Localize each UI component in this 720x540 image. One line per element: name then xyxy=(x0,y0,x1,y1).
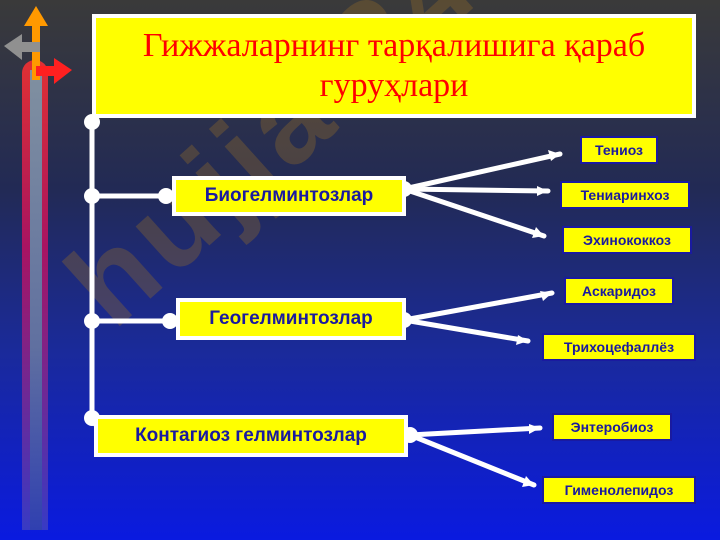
arrowhead-icon xyxy=(522,476,534,487)
arrowhead-icon xyxy=(529,424,540,434)
leaf-trikhotsefallyoz: Трихоцефаллёз xyxy=(542,333,696,361)
node-dot xyxy=(84,188,100,204)
title-line-2: гуруҳлари xyxy=(319,67,469,104)
decorative-side-bar-inner xyxy=(30,70,42,530)
link-trikhotsefallyoz xyxy=(401,317,531,344)
arrowhead-icon xyxy=(540,291,552,301)
link-ekhinokokkoz xyxy=(401,186,547,239)
leaf-teniarinkhoz: Тениаринхоз xyxy=(560,181,690,209)
category-kontagioz-gelmintozlar: Контагиоз гелминтозлар xyxy=(94,415,408,457)
title-line-1: Гижжаларнинг тарқалишига қараб xyxy=(142,27,646,64)
left-arrow-icon xyxy=(4,34,40,60)
right-arrow-icon xyxy=(36,58,72,84)
node-dot xyxy=(158,188,174,204)
arrowhead-icon xyxy=(548,150,560,161)
link-teniarinkhoz xyxy=(401,186,551,194)
leaf-gimenolepidoz: Гименолепидоз xyxy=(542,476,696,504)
arrowhead-icon xyxy=(537,186,548,196)
leaf-enterobioz: Энтеробиоз xyxy=(552,413,672,441)
node-dot xyxy=(84,114,100,130)
leaf-ekhinokokkoz: Эхинококкоз xyxy=(562,226,692,254)
link-teniosis xyxy=(401,151,563,192)
leaf-teniosis: Тениоз xyxy=(580,136,658,164)
category-geogelmintozlar: Геогелминтозлар xyxy=(176,298,406,340)
category-biogelmintozlar: Биогелминтозлар xyxy=(172,176,406,216)
node-dot xyxy=(162,313,178,329)
leaf-askaridoz: Аскаридоз xyxy=(564,277,674,305)
arrowhead-icon xyxy=(532,227,544,238)
link-askaridoz xyxy=(401,290,555,323)
link-enterobioz xyxy=(407,425,543,438)
title-box: Гижжаларнинг тарқалишига қараб гуруҳлари xyxy=(92,14,696,118)
node-dot xyxy=(84,313,100,329)
link-gimenolepidoz xyxy=(407,432,537,488)
arrowhead-icon xyxy=(516,335,528,345)
